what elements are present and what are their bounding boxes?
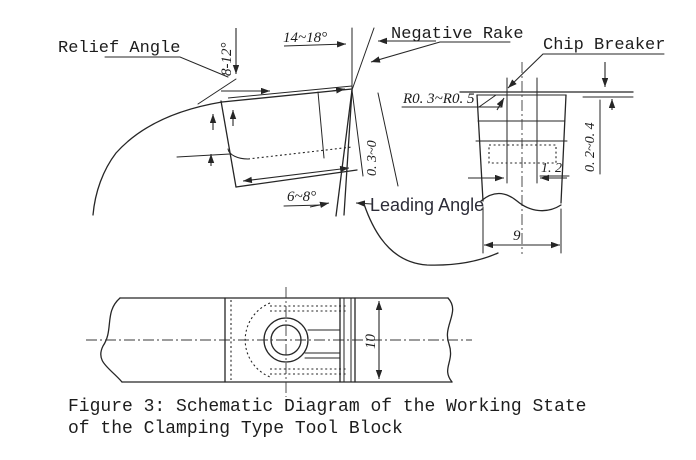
rake-angle-value: 14~18° <box>283 30 327 46</box>
side-view-tool-holder-curve <box>92 101 223 216</box>
side-view-machined-arc <box>363 203 499 266</box>
land-thickness-arrows <box>207 110 237 166</box>
relief-angle-value: 8-12° <box>219 43 235 77</box>
front-view-blade-outline <box>459 62 634 254</box>
blade-width-value: 9 <box>513 228 521 244</box>
side-view-insert-outline <box>176 85 358 188</box>
negative-rake-leader <box>370 41 511 63</box>
figure-caption-line1: Figure 3: Schematic Diagram of the Worki… <box>68 397 586 417</box>
land-width-value: 0. 3~0 <box>365 140 380 176</box>
rake-angle-callout <box>283 27 436 91</box>
bar-height-value: 10 <box>363 334 379 350</box>
leading-angle-label: Leading Angle <box>370 195 484 215</box>
corner-radius-value: R0. 3~R0. 5 <box>402 91 475 107</box>
step-height-value: 0. 2~0. 4 <box>583 122 598 172</box>
leading-angle-callout <box>283 200 373 208</box>
top-view-clamp-screw-hole <box>244 302 346 378</box>
leading-angle-value: 6~8° <box>287 189 316 205</box>
insert-length-arrow <box>242 165 350 184</box>
side-view-leading-edge-wedge <box>335 89 399 217</box>
top-view-blade-edges <box>339 297 356 383</box>
chip-breaker-label: Chip Breaker <box>543 36 665 55</box>
corner-radius-leader <box>401 97 505 111</box>
groove-width-dimension <box>468 174 570 182</box>
groove-width-value: 1. 2 <box>541 161 562 176</box>
relief-angle-label: Relief Angle <box>58 39 180 58</box>
negative-rake-label: Negative Rake <box>391 25 524 44</box>
top-view-bar-outline <box>86 287 472 397</box>
chip-breaker-leader <box>507 53 665 89</box>
figure-caption-line2: of the Clamping Type Tool Block <box>68 419 403 439</box>
relief-angle-callout <box>104 28 346 105</box>
step-height-dimension <box>599 62 616 175</box>
